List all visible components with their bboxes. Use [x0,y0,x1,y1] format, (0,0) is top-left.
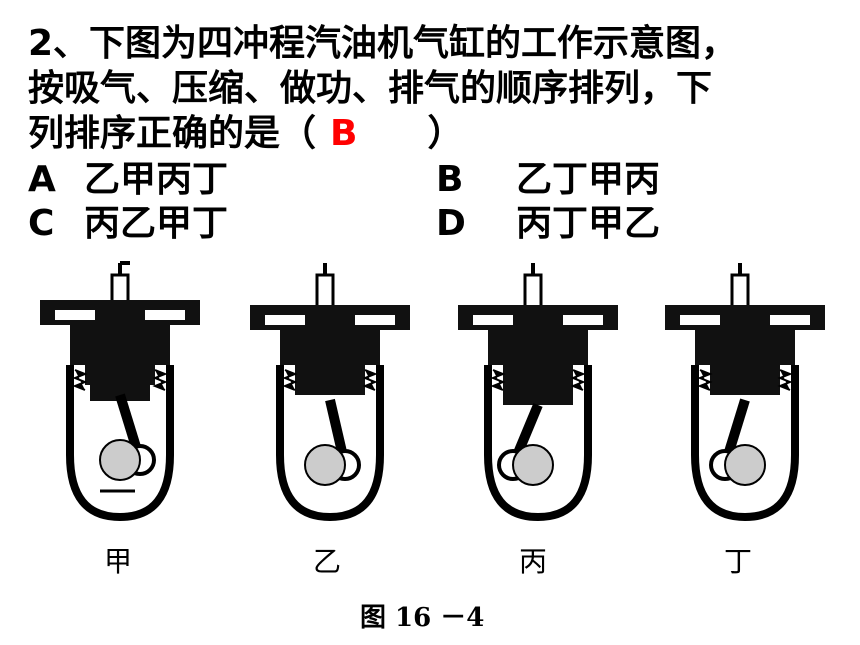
figure-caption: 图 16 －4 [360,603,485,633]
option-a-letter: A [28,159,56,200]
answer-mark: B [330,113,358,154]
option-d: D 丙丁甲乙 [436,202,660,246]
engine-diagram-ding [665,263,825,522]
option-c-text: 丙乙甲丁 [84,203,229,244]
question-line-3-text: 列排序正确的是（ [28,113,317,154]
option-b-text: 乙丁甲丙 [516,159,661,200]
option-c: C 丙乙甲丁 [28,202,228,246]
figure-label-bing: 丙 [518,545,547,578]
option-d-letter: D [436,203,466,244]
option-a: A 乙甲丙丁 [28,158,228,202]
option-b-letter: B [436,159,464,200]
figure-label-yi: 乙 [312,545,341,578]
figure-label-ding: 丁 [723,545,752,578]
option-c-letter: C [28,203,55,244]
engine-diagram-bing [458,263,618,522]
question-line-1: 2、下图为四冲程汽油机气缸的工作示意图， [28,23,738,64]
option-b: B 乙丁甲丙 [436,158,660,202]
option-a-text: 乙甲丙丁 [84,159,229,200]
engine-diagram-yi [250,263,410,522]
question-line-3-close: ） [427,113,464,154]
question-line-2: 按吸气、压缩、做功、排气的顺序排列，下 [28,68,713,109]
option-d-text: 丙丁甲乙 [516,203,661,244]
question-line-3: 列排序正确的是（ B ） [28,112,463,156]
engine-diagram-jia [40,261,200,522]
figure-label-jia: 甲 [103,545,132,578]
